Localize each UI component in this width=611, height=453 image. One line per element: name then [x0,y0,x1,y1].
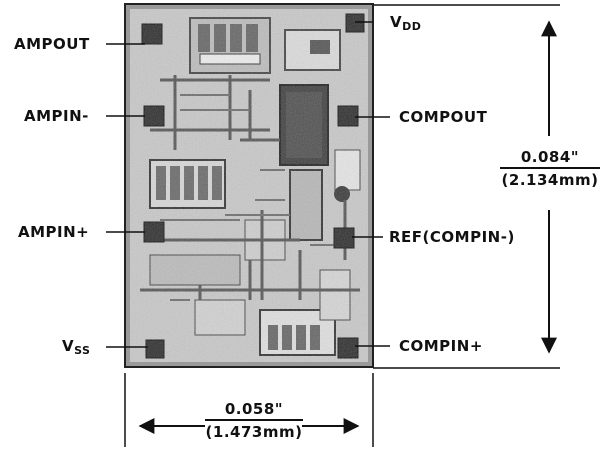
width-millimeters: (1.473mm) [205,423,303,441]
label-ref-compin-minus: REF(COMPIN-) [389,228,515,246]
width-dimension [124,373,374,447]
height-millimeters: (2.134mm) [501,171,599,189]
label-ampout: AMPOUT [14,35,90,53]
width-dimension-label: 0.058" (1.473mm) [205,400,303,441]
label-vss: VSS [62,337,91,357]
leader-lines [106,21,390,348]
label-compin-plus: COMPIN+ [399,337,483,355]
label-vdd: VDD [390,13,422,33]
height-dimension [373,4,560,369]
width-inches: 0.058" [205,400,303,421]
label-ampin-plus: AMPIN+ [18,223,90,241]
label-compout: COMPOUT [399,108,488,126]
height-dimension-label: 0.084" (2.134mm) [500,148,600,189]
label-ampin-minus: AMPIN- [24,107,89,125]
height-inches: 0.084" [500,148,600,169]
die-image [124,3,374,368]
